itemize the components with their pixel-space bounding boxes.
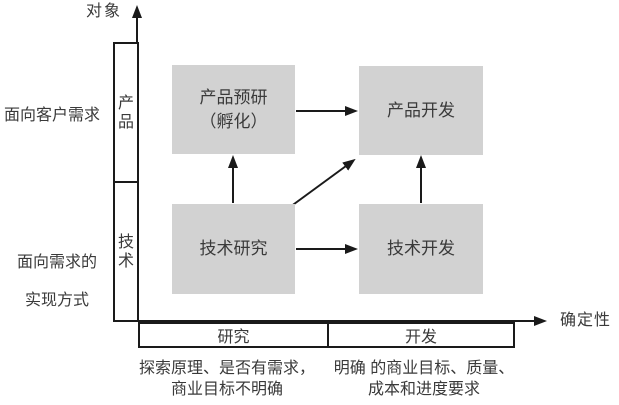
y-axis-label: 对象 <box>86 3 123 20</box>
annotation-development-line1: 明确 的商业目标、质量、 <box>333 360 515 377</box>
box-product-preresearch-line1: 产品预研 <box>199 87 268 107</box>
x-band-research: 研究 <box>138 322 329 348</box>
box-technology-development: 技术开发 <box>359 204 483 294</box>
y-band-product-label: 产品 <box>117 94 134 131</box>
x-band-development-label: 开发 <box>404 329 437 346</box>
annotation-research: 探索原理、是否有需求， 商业目标不明确 <box>127 358 327 400</box>
box-technology-research: 技术研究 <box>172 204 295 294</box>
x-axis-label: 确定性 <box>560 312 612 329</box>
row-label-implementation-line2: 实现方式 <box>24 292 89 309</box>
row-label-customer-needs: 面向客户需求 <box>3 107 100 124</box>
y-band-technology: 技术 <box>113 181 139 322</box>
arrow-tech-research-to-product-development-diagonal-icon <box>289 158 356 208</box>
box-product-development: 产品开发 <box>359 66 483 155</box>
annotation-research-line2: 商业目标不明确 <box>170 381 283 398</box>
box-technology-research-label: 技术研究 <box>199 239 268 258</box>
x-band-research-label: 研究 <box>217 329 250 346</box>
box-technology-development-label: 技术开发 <box>387 239 455 258</box>
y-band-technology-label: 技术 <box>117 233 134 270</box>
box-product-preresearch-line2: （孵化） <box>199 111 268 131</box>
annotation-development: 明确 的商业目标、质量、 成本和进度要求 <box>324 358 524 400</box>
y-band-product: 产品 <box>113 42 139 183</box>
x-band-development: 开发 <box>327 322 515 348</box>
row-label-implementation: 面向需求的 实现方式 <box>5 234 109 310</box>
annotation-research-line1: 探索原理、是否有需求， <box>138 360 315 377</box>
box-product-development-label: 产品开发 <box>387 100 455 120</box>
annotation-development-line2: 成本和进度要求 <box>367 381 480 398</box>
row-label-implementation-line1: 面向需求的 <box>16 254 97 271</box>
box-product-preresearch: 产品预研 （孵化） <box>172 65 295 154</box>
